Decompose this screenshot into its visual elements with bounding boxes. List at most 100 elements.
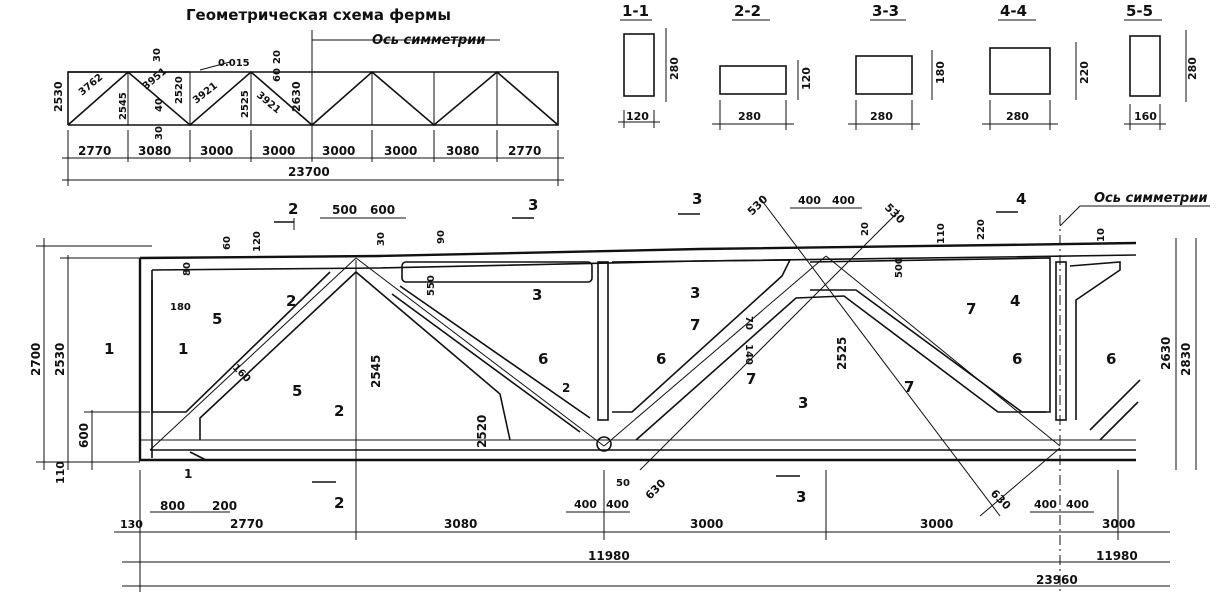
cut-2-top: 2 <box>288 200 298 218</box>
geom-member-7: 3921 <box>254 90 282 116</box>
cut-1-left: 1 <box>104 340 114 358</box>
cut-6-left-2: 6 <box>1012 350 1022 368</box>
node-label-2: 2 <box>562 381 570 395</box>
dim-offset-400-a: 400 <box>574 498 597 511</box>
cut-3-mid: 3 <box>532 286 542 304</box>
section-1-title: 1-1 <box>622 2 649 20</box>
section-5-title: 5-5 <box>1126 2 1153 20</box>
cut-6-left: 6 <box>538 350 548 368</box>
dim-offset-400-c: 400 <box>1034 498 1057 511</box>
dim-height-600: 600 <box>77 423 91 448</box>
svg-text:120: 120 <box>252 231 263 252</box>
svg-text:20: 20 <box>860 222 871 236</box>
svg-text:50: 50 <box>616 478 630 489</box>
svg-text:30: 30 <box>376 232 387 246</box>
dim-offset-400-d: 400 <box>1066 498 1089 511</box>
cut-7-c: 7 <box>966 300 976 318</box>
main-axis-leader-2 <box>1059 205 1081 227</box>
cut-3-top: 3 <box>528 196 538 214</box>
svg-text:110: 110 <box>936 223 947 244</box>
cut-6-right-2: 6 <box>1106 350 1116 368</box>
svg-text:70: 70 <box>743 316 754 330</box>
cut-2-bottom: 2 <box>334 494 344 512</box>
geom-span-3: 3000 <box>200 144 233 158</box>
construction-lines <box>149 197 1061 517</box>
dim-bottom-3080: 3080 <box>444 517 477 531</box>
node-circle <box>596 436 612 452</box>
cut-4-bottom: 4 <box>1010 292 1020 310</box>
section-5-height: 280 <box>1186 57 1199 80</box>
dim-offset-800: 800 <box>160 499 185 513</box>
geom-span-4: 3000 <box>262 144 295 158</box>
dim-bottom-3000-a: 3000 <box>690 517 723 531</box>
dim-half-total: 11980 <box>588 549 630 563</box>
geom-span-2: 3080 <box>138 144 171 158</box>
dim-bottom-2770: 2770 <box>230 517 263 531</box>
dim-top-530-right: 530 <box>882 201 908 227</box>
cut-3-low: 3 <box>798 394 808 412</box>
truss-outline <box>138 241 1137 462</box>
dim-bottom-3000-c: 3000 <box>1102 517 1135 531</box>
dim-top-500: 500 <box>332 203 357 217</box>
dim-offset-400-b: 400 <box>606 498 629 511</box>
geom-dim-40: 40 <box>154 98 165 112</box>
geom-total-span: 23700 <box>288 165 330 179</box>
section-5-5: 5-5 160 280 <box>1124 2 1199 130</box>
geom-slope-leader <box>199 61 231 71</box>
left-panel <box>151 260 511 470</box>
dim-height-2830: 2830 <box>1179 343 1193 376</box>
dim-offset-630-a: 630 <box>643 476 669 502</box>
section-1-width: 120 <box>626 110 649 123</box>
section-1-1: 1-1 120 280 <box>618 2 681 128</box>
geom-span-6: 3000 <box>384 144 417 158</box>
geom-scheme-title: Геометрическая схема фермы <box>186 6 451 24</box>
geom-dim-60: 60 <box>272 68 283 82</box>
svg-text:140: 140 <box>743 344 754 365</box>
dim-height-2530: 2530 <box>53 343 67 376</box>
geom-member-2: 2545 <box>118 92 129 120</box>
cut-6-right: 6 <box>656 350 666 368</box>
section-3-3: 3-3 280 180 <box>848 2 947 130</box>
geom-dim-20: 20 <box>272 50 283 64</box>
bottom-dims <box>114 470 1170 592</box>
dim-top-400-left: 400 <box>798 194 821 207</box>
section-4-4: 4-4 280 220 <box>982 2 1091 130</box>
svg-text:90: 90 <box>436 230 447 244</box>
geom-truss-outline <box>67 70 559 127</box>
cut-5-bottom: 5 <box>292 382 302 400</box>
svg-text:60: 60 <box>222 236 233 250</box>
openings <box>391 257 1141 441</box>
dim-offset-200: 200 <box>212 499 237 513</box>
svg-text:80: 80 <box>182 262 193 276</box>
section-4-title: 4-4 <box>1000 2 1027 20</box>
section-2-title: 2-2 <box>734 2 761 20</box>
dim-height-2700: 2700 <box>29 343 43 376</box>
section-1-height: 280 <box>668 57 681 80</box>
geom-span-8: 2770 <box>508 144 541 158</box>
small-dims: 60 120 180 80 90 30 50 70 140 160 110 22… <box>170 219 1107 489</box>
cut-5-top: 5 <box>212 310 222 328</box>
cut-3-bottom: 3 <box>796 488 806 506</box>
cut-1-right: 1 <box>178 340 188 358</box>
geom-member-1: 3762 <box>77 72 105 98</box>
section-4-width: 280 <box>1006 110 1029 123</box>
main-axis-label: Ось симметрии <box>1094 191 1207 206</box>
geom-span-7: 3080 <box>446 144 479 158</box>
dim-top-400-right: 400 <box>832 194 855 207</box>
section-2-2: 2-2 280 120 <box>712 2 813 130</box>
cut-7-d: 7 <box>904 378 914 396</box>
dim-height-2520: 2520 <box>475 415 489 448</box>
cut-2-mid: 2 <box>286 292 296 310</box>
node-label-1: 1 <box>184 467 192 481</box>
geom-slope: 0.015 <box>218 58 250 69</box>
geom-member-4: 2520 <box>174 76 185 104</box>
svg-text:220: 220 <box>976 219 987 240</box>
section-3-height: 180 <box>934 61 947 84</box>
geom-mid-height: 2630 <box>290 81 303 112</box>
section-3-title: 3-3 <box>872 2 899 20</box>
svg-text:500: 500 <box>894 257 905 278</box>
svg-text:160: 160 <box>230 362 253 385</box>
dim-height-110: 110 <box>54 461 67 484</box>
